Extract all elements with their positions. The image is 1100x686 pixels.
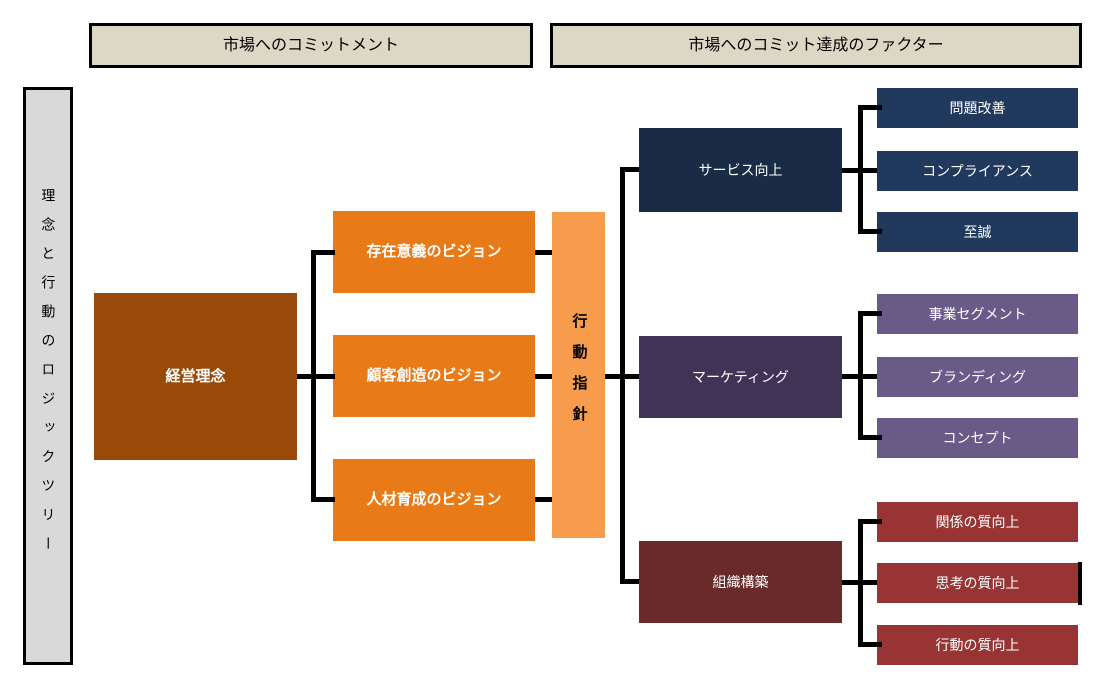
leaf-box-business-segment: 事業セグメント	[877, 294, 1078, 334]
leaf-box-branding: ブランディング	[877, 357, 1078, 397]
connector-line	[858, 105, 882, 110]
connector-line	[858, 642, 882, 647]
connector-line	[858, 229, 882, 234]
leaf-box-concept: コンセプト	[877, 418, 1078, 458]
group-box-organization-building: 組織構築	[639, 541, 842, 623]
leaf-box-action-quality: 行動の質向上	[877, 625, 1078, 665]
connector-line	[1078, 562, 1082, 605]
connector-line	[311, 250, 335, 255]
leaf-box-thinking-quality: 思考の質向上	[877, 563, 1078, 603]
connector-line	[620, 168, 625, 582]
connector-line	[311, 497, 335, 502]
connector-line	[620, 167, 639, 172]
group-box-service-improvement: サービス向上	[639, 128, 842, 212]
root-box-management-philosophy: 経営理念	[94, 293, 297, 460]
vision-box-purpose: 存在意義のビジョン	[333, 211, 535, 293]
connector-line	[620, 579, 639, 584]
leaf-box-problem-improvement: 問題改善	[877, 88, 1078, 128]
action-guideline-bar: 行動指針	[552, 212, 605, 538]
connector-line	[311, 250, 316, 502]
connector-line	[858, 520, 863, 647]
connector-line	[297, 374, 335, 379]
title-banner: 理念と行動のロジックツリー	[23, 87, 73, 665]
leaf-box-relationship-quality: 関係の質向上	[877, 502, 1078, 542]
group-box-marketing: マーケティング	[639, 336, 842, 418]
connector-line	[858, 519, 882, 524]
header-commitment-factors: 市場へのコミット達成のファクター	[550, 23, 1082, 68]
connector-line	[858, 311, 882, 316]
header-market-commitment: 市場へのコミットメント	[89, 23, 533, 68]
leaf-box-sincerity: 至誠	[877, 212, 1078, 252]
connector-line	[535, 497, 552, 502]
connector-line	[535, 250, 552, 255]
leaf-box-compliance: コンプライアンス	[877, 151, 1078, 191]
connector-line	[858, 106, 863, 234]
vision-box-talent-development: 人材育成のビジョン	[333, 459, 535, 541]
connector-line	[858, 312, 863, 440]
connector-line	[858, 435, 882, 440]
connector-line	[535, 374, 552, 379]
vision-box-customer-creation: 顧客創造のビジョン	[333, 335, 535, 417]
